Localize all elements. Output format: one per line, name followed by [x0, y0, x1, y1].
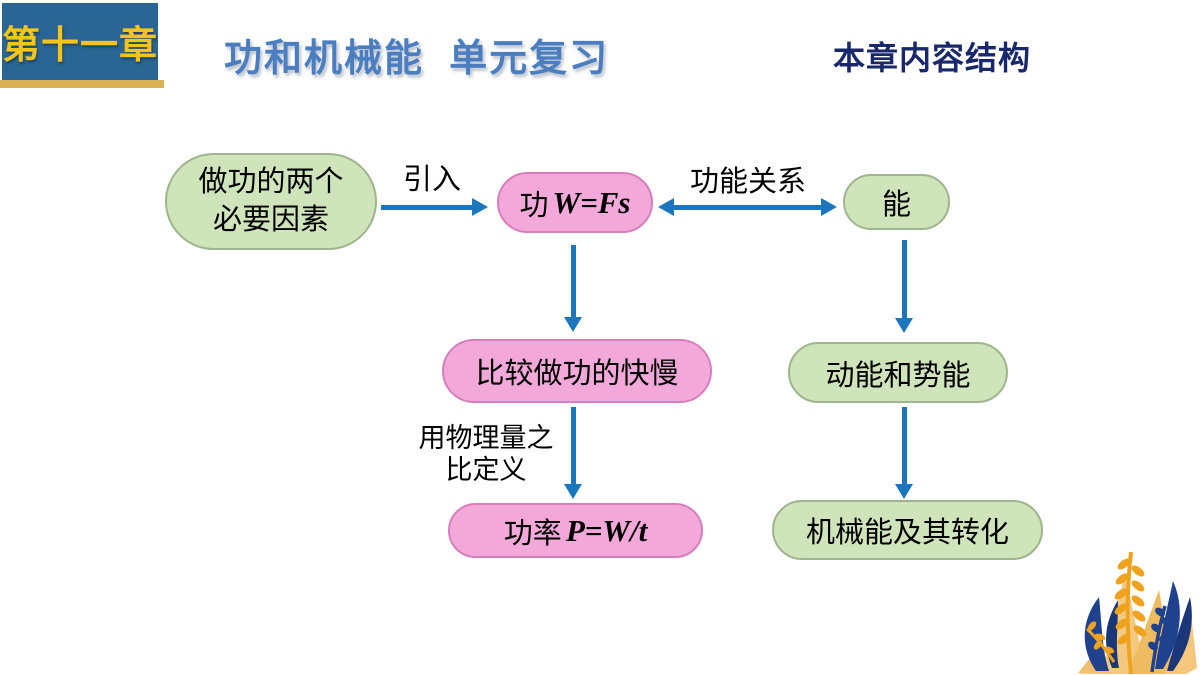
node-mechanical-label: 机械能及其转化 — [805, 517, 1009, 549]
node-work-formula: W=Fs — [552, 184, 631, 220]
chapter-badge-underline — [0, 80, 164, 88]
node-work-factors-label: 做功的两个 必要因素 — [198, 165, 344, 236]
edge-label-ratio-definition: 用物理量之 比定义 — [418, 423, 554, 485]
arrow-energy-to-kinetic-icon — [895, 240, 913, 333]
node-energy-label: 能 — [881, 189, 911, 221]
edge-label-intro: 引入 — [402, 164, 461, 196]
node-work: 功 W=Fs — [497, 172, 653, 233]
arrow-work-to-compare-icon — [564, 245, 582, 332]
arrow-kinetic-to-mechanical-icon — [895, 407, 913, 499]
node-power: 功率 P=W/t — [448, 503, 703, 558]
arrow-work-energy-double-icon — [658, 198, 837, 216]
node-work-label: 功 — [519, 189, 549, 222]
node-work-factors: 做功的两个 必要因素 — [165, 153, 377, 250]
course-title: 功和机械能 单元复习 — [224, 38, 610, 80]
section-title: 本章内容结构 — [832, 40, 1031, 76]
node-mechanical-energy: 机械能及其转化 — [772, 500, 1043, 560]
edge-label-work-energy-relation: 功能关系 — [689, 166, 806, 198]
arrow-compare-to-power-icon — [564, 407, 582, 499]
node-power-formula: P=W/t — [565, 512, 648, 548]
node-compare-work-speed: 比较做功的快慢 — [442, 339, 712, 403]
arrow-factors-to-work-icon — [381, 198, 488, 216]
node-power-label: 功率 — [503, 517, 562, 550]
plant-decoration-icon — [1078, 551, 1197, 675]
node-kinetic-potential-energy: 动能和势能 — [788, 342, 1008, 403]
node-energy: 能 — [843, 174, 950, 230]
chapter-badge: 第十一章 — [2, 3, 158, 80]
node-compare-label: 比较做功的快慢 — [475, 358, 679, 390]
node-kinetic-label: 动能和势能 — [825, 359, 971, 392]
